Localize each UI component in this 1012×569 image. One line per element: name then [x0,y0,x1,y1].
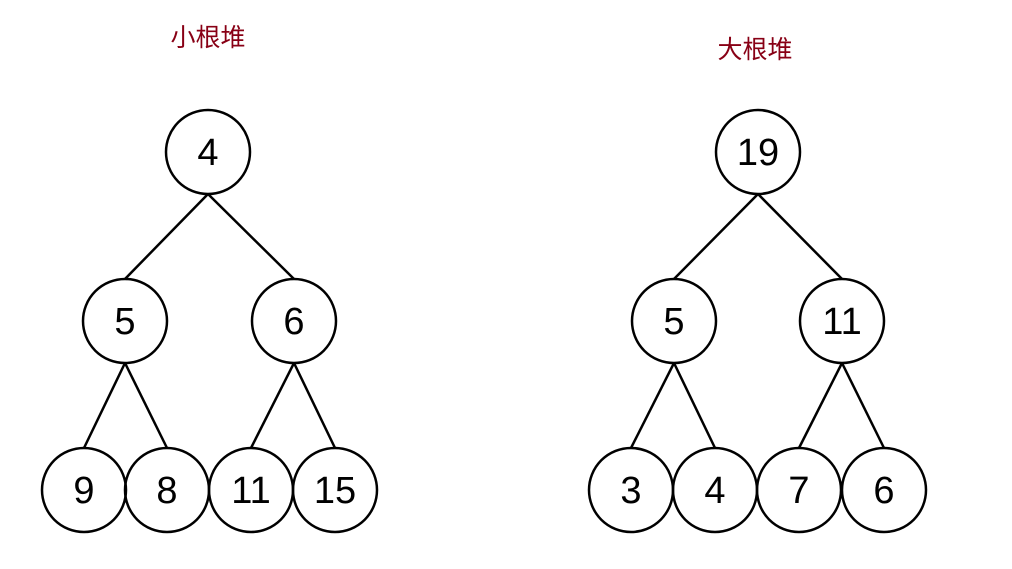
tree-node-circle [164,108,252,196]
tree-node-value: 4 [704,470,725,512]
max-heap-tree: 大根堆 19 5 11 3 4 7 6 [587,36,928,534]
edge-left-to-leftleft [82,362,127,449]
tree-node-circle [798,277,886,365]
tree-node-value: 15 [314,470,356,512]
edge-root-to-right [207,193,295,280]
tree-node-circle [630,277,718,365]
max-heap-title: 大根堆 [717,36,792,64]
tree-node-value: 19 [737,132,779,174]
tree-node-value: 5 [114,301,135,343]
edge-left-to-leftright [672,362,717,449]
edge-left-to-leftleft [629,362,676,449]
edge-right-to-rightright [292,362,337,449]
edge-right-to-rightleft [249,362,296,449]
edge-root-to-right [757,193,843,280]
edge-root-to-left [673,193,759,280]
tree-node-value: 4 [197,132,218,174]
tree-node-circle [250,277,338,365]
tree-node-value: 8 [156,470,177,512]
tree-node-value: 5 [663,301,684,343]
tree-node-value: 6 [873,470,894,512]
tree-node-value: 11 [231,470,270,512]
tree-node-value: 11 [822,301,861,343]
min-heap-title: 小根堆 [170,24,245,52]
tree-node-value: 7 [788,470,809,512]
edge-right-to-rightright [840,362,886,449]
edge-root-to-left [124,193,209,280]
tree-node-circle [291,446,379,534]
edge-right-to-rightleft [797,362,844,449]
tree-node-circle [840,446,928,534]
tree-node-value: 6 [283,301,304,343]
tree-node-circle [714,108,802,196]
tree-node-circle [81,277,169,365]
tree-node-value: 3 [620,470,641,512]
edge-left-to-leftright [123,362,169,449]
min-heap-tree: 小根堆 4 5 6 9 8 11 15 [40,24,379,534]
tree-node-value: 9 [73,470,94,512]
